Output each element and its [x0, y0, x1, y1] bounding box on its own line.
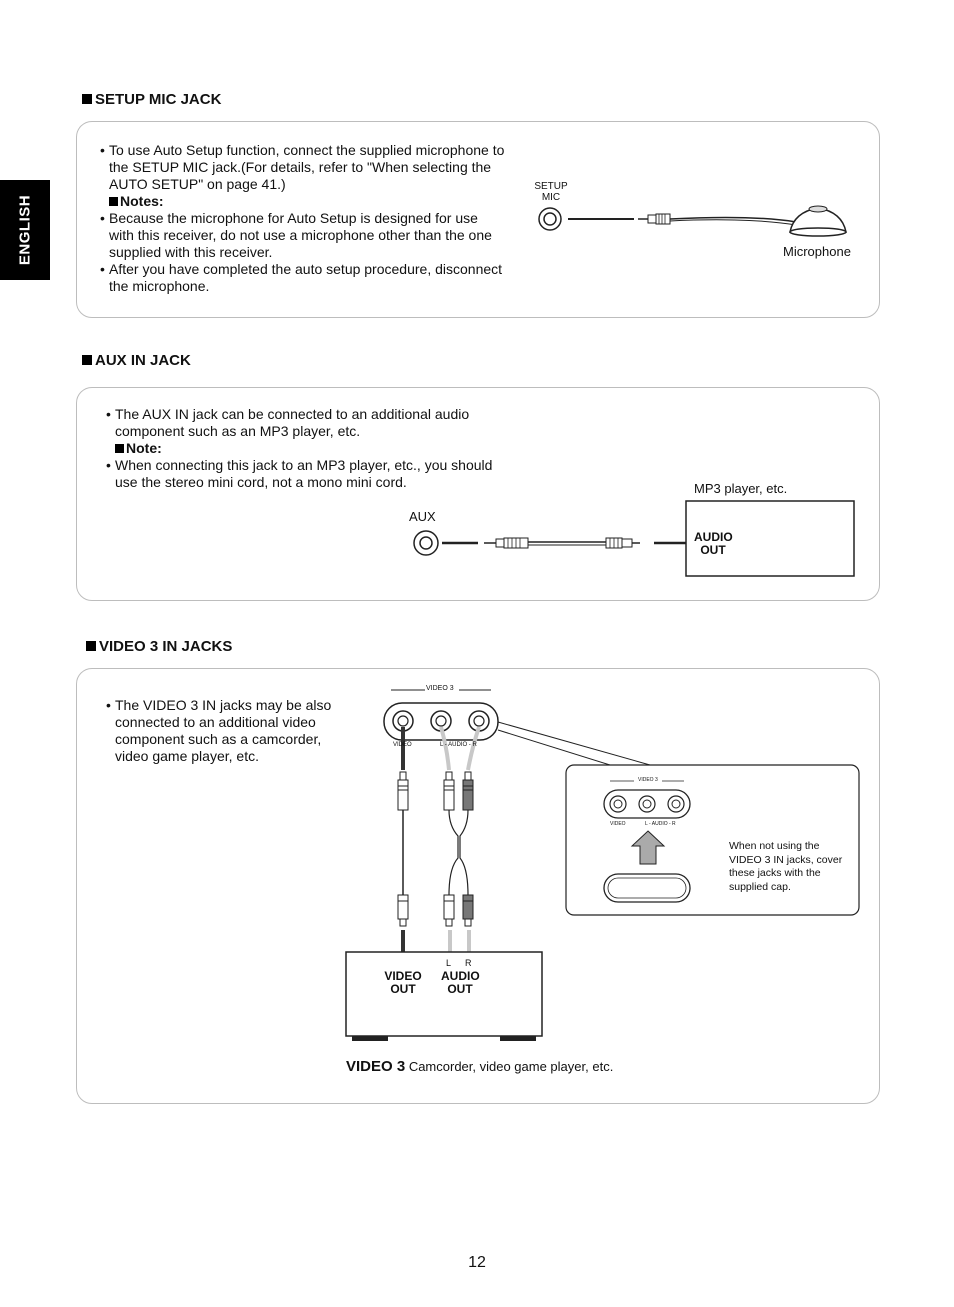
rca-plug-icon — [462, 771, 474, 811]
inset-jack-icon — [638, 795, 656, 813]
setup-mic-bullet: After you have completed the auto setup … — [100, 261, 505, 295]
cap-note-text: When not using the VIDEO 3 IN jacks, cov… — [729, 840, 843, 893]
up-arrow-icon — [630, 830, 666, 865]
language-tab: ENGLISH — [0, 180, 50, 280]
inset-video-label: VIDEO — [610, 821, 626, 827]
mp3-player-label: MP3 player, etc. — [694, 481, 788, 496]
setup-mic-bullet: Because the microphone for Auto Setup is… — [100, 210, 505, 261]
aux-in-diagram — [413, 500, 855, 577]
device-foot — [500, 1036, 536, 1041]
setup-mic-diagram — [538, 205, 847, 237]
device-name: VIDEO 3 — [346, 1058, 406, 1075]
device-r-label: R — [465, 958, 472, 968]
rca-plug-icon — [397, 771, 409, 811]
square-bullet-icon — [82, 355, 92, 365]
aux-in-note-label: Note: — [106, 440, 511, 457]
mini-plug-icon — [638, 213, 671, 225]
panel-title-label: VIDEO 3 — [426, 685, 454, 692]
rca-plug-icon — [397, 894, 409, 927]
square-bullet-icon — [109, 197, 118, 206]
panel-video-label: VIDEO — [393, 742, 412, 748]
aux-jack-label: AUX — [409, 509, 436, 524]
rca-plug-icon — [443, 894, 455, 927]
inset-jack-icon — [609, 795, 627, 813]
video3-diagram — [345, 689, 860, 1041]
video3-bullet: The VIDEO 3 IN jacks may be also connect… — [106, 697, 346, 765]
device-video-out-label: VIDEO OUT — [384, 969, 422, 996]
aux-jack-icon — [413, 530, 439, 556]
video3-text: The VIDEO 3 IN jacks may be also connect… — [106, 697, 346, 765]
mp3-audio-out-label: AUDIO OUT — [694, 530, 733, 557]
page-number: 12 — [468, 1254, 486, 1271]
device-l-label: L — [446, 958, 452, 968]
inset-title-label: VIDEO 3 — [638, 777, 658, 783]
video3-device-box — [345, 951, 543, 1037]
video3-device-caption: VIDEO 3 Camcorder, video game player, et… — [346, 1058, 613, 1075]
setup-mic-jack-label: SETUP MIC — [534, 181, 568, 203]
jack-cap-icon — [603, 873, 691, 903]
stereo-mini-plug-icon — [605, 537, 640, 549]
setup-mic-jack-icon — [538, 207, 562, 231]
rca-plug-icon — [443, 771, 455, 811]
setup-mic-note-label: Notes: — [100, 193, 505, 210]
square-bullet-icon — [86, 641, 96, 651]
device-description: Camcorder, video game player, etc. — [408, 1059, 614, 1074]
aux-in-bullet: The AUX IN jack can be connected to an a… — [106, 406, 511, 440]
microphone-label: Microphone — [783, 244, 851, 259]
aux-in-text: The AUX IN jack can be connected to an a… — [106, 406, 511, 491]
setup-mic-bullet: To use Auto Setup function, connect the … — [100, 142, 505, 193]
device-audio-out-label: AUDIO OUT — [441, 969, 480, 996]
aux-in-heading: AUX IN JACK — [82, 352, 191, 369]
mp3-player-box — [685, 500, 855, 577]
microphone-icon — [789, 205, 847, 237]
panel-audio-label: L - AUDIO - R — [440, 742, 477, 748]
setup-mic-text: To use Auto Setup function, connect the … — [100, 142, 505, 295]
inset-jack-icon — [667, 795, 685, 813]
video3-heading: VIDEO 3 IN JACKS — [86, 638, 232, 655]
inset-audio-label: L - AUDIO - R — [645, 821, 676, 827]
rca-plug-icon — [462, 894, 474, 927]
square-bullet-icon — [115, 444, 124, 453]
setup-mic-heading: SETUP MIC JACK — [82, 91, 221, 108]
device-foot — [352, 1036, 388, 1041]
stereo-mini-plug-icon — [484, 537, 529, 549]
aux-in-bullet: When connecting this jack to an MP3 play… — [106, 457, 511, 491]
square-bullet-icon — [82, 94, 92, 104]
